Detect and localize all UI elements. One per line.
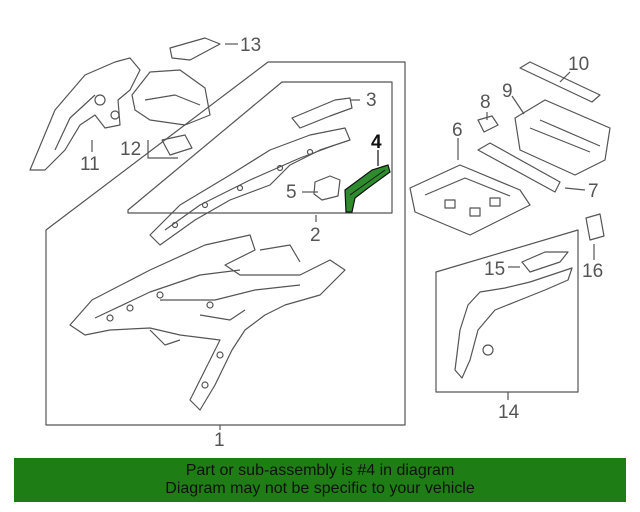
callout-8: 8: [480, 92, 491, 113]
callout-15: 15: [484, 259, 505, 280]
callout-3: 3: [366, 90, 377, 111]
bracket-part-3: [291, 97, 353, 129]
rear-panel-part-9: [514, 99, 611, 176]
callout-16: 16: [582, 261, 603, 282]
subassembly-outline: [127, 81, 393, 214]
callout-10: 10: [568, 54, 589, 75]
block-part-8: [477, 115, 499, 133]
highlighted-part-4: [344, 164, 391, 213]
crossmember-part-7: [477, 142, 561, 193]
callout-4: 4: [371, 132, 382, 153]
callout-12: 12: [120, 139, 141, 160]
info-banner: Part or sub-assembly is #4 in diagram Di…: [14, 458, 626, 502]
panel-14-outline: [435, 229, 579, 393]
callout-2: 2: [310, 225, 321, 246]
callout-1: 1: [214, 430, 225, 451]
wheelhouse-part-11: [29, 57, 141, 171]
callout-9: 9: [502, 81, 513, 102]
side-rail-part-2: [149, 127, 351, 246]
banner-line-2: Diagram may not be specific to your vehi…: [165, 480, 475, 497]
bracket-part-15: [521, 251, 569, 273]
plate-part-5: [313, 175, 341, 201]
callout-11: 11: [80, 154, 100, 175]
callout-5: 5: [286, 182, 297, 203]
plate-part-13: [169, 37, 221, 61]
callout-14: 14: [498, 402, 520, 423]
rear-frame-part-1: [69, 234, 346, 411]
callout-7: 7: [588, 181, 599, 202]
quarter-inner-part-14: [454, 267, 573, 379]
clip-part-16: [585, 213, 605, 241]
strip-part-10: [519, 61, 601, 103]
floor-pan-part-6: [409, 164, 531, 236]
callout-13: 13: [240, 35, 261, 56]
banner-line-1: Part or sub-assembly is #4 in diagram: [185, 462, 455, 479]
callout-6: 6: [452, 120, 463, 141]
panel-part-12: [131, 69, 211, 156]
parts-diagram: 1 2 3 4 5 6 7 8 9 10 11 12 13 14 15 16: [29, 35, 611, 451]
frame-assembly-outline: [45, 61, 406, 426]
